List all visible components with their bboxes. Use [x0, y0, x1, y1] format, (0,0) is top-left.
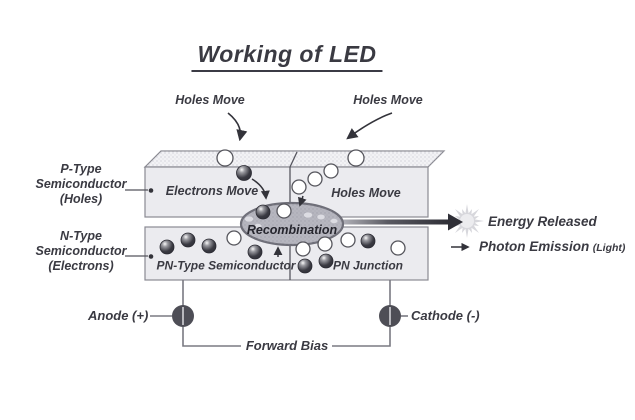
electron-particle: [318, 253, 334, 269]
holes-move-top-right-label: Holes Move: [353, 93, 423, 108]
light-label: (Light): [592, 242, 626, 254]
holes-move-left-arrow: [227, 112, 248, 142]
hole-particle: [291, 179, 307, 195]
hole-particle: [317, 236, 333, 252]
hole-particle: [390, 240, 406, 256]
anode-label: Anode (+): [88, 308, 149, 323]
pn-type-semiconductor-label: PN-Type Semiconductor: [156, 258, 296, 273]
hole-drop-arrow: [298, 195, 307, 207]
hole-particle: [340, 232, 356, 248]
n-type-label: N-Type Semiconductor (Electrons): [35, 229, 127, 273]
label-connectors: [125, 188, 154, 259]
holes-move-top-left-label: Holes Move: [175, 93, 245, 108]
motion-arrows: [227, 112, 470, 257]
electron-particle: [159, 239, 175, 255]
anode-terminal: [172, 305, 194, 327]
hole-particle: [323, 163, 339, 179]
energy-released-label: Energy Released: [488, 214, 597, 229]
hole-particle: [276, 203, 292, 219]
energy-arrow: [338, 213, 463, 231]
electron-particle: [297, 258, 313, 274]
pn-junction-label: PN Junction: [332, 258, 404, 273]
p-type-label: P-Type Semiconductor (Holes): [35, 162, 127, 206]
electron-particle: [180, 232, 196, 248]
semiconductor-block-top-face: [143, 150, 446, 168]
circuit-wires: [150, 280, 408, 347]
holes-move-inner-label: Holes Move: [331, 186, 401, 201]
starburst-icon: [450, 204, 484, 238]
hole-particle: [347, 149, 365, 167]
electron-particle: [201, 238, 217, 254]
electron-particle: [236, 165, 252, 181]
electron-particle: [360, 233, 376, 249]
recombination-spots: [244, 212, 338, 229]
hole-particle: [307, 171, 323, 187]
electron-particle: [247, 244, 263, 260]
electron-drop-arrow: [251, 178, 270, 200]
forward-bias-wire-right: [332, 327, 391, 347]
recombination-label: Recombination: [246, 223, 338, 238]
forward-bias-label: Forward Bias: [245, 337, 329, 353]
hole-particle: [216, 149, 234, 167]
hole-particle: [226, 230, 242, 246]
cathode-terminal: [379, 305, 401, 327]
cathode-label: Cathode (-): [411, 308, 480, 323]
electrons-move-label: Electrons Move: [165, 184, 259, 199]
charge-particles: [159, 149, 406, 274]
hole-particle: [295, 241, 311, 257]
photon-emission-label: Photon Emission (Light): [479, 239, 626, 254]
page-title: Working of LED: [191, 41, 383, 73]
electron-particle: [255, 204, 271, 220]
forward-bias-wire-left: [182, 327, 241, 347]
holes-move-right-arrow: [346, 112, 393, 140]
